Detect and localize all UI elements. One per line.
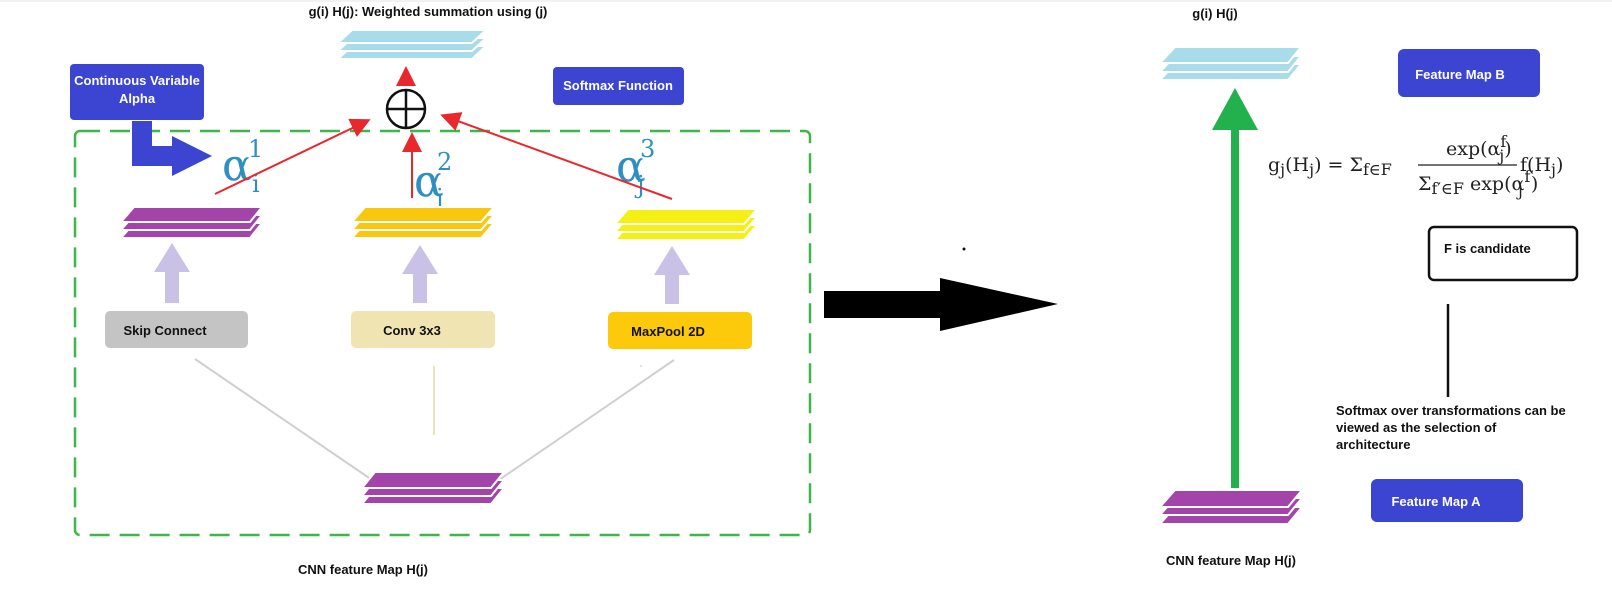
skip-feature-stack: [118, 206, 265, 239]
bottom-right-label: CNN feature Map H(j): [1166, 553, 1296, 568]
formula-denominator: Σf′∈F exp(αf′j): [1418, 167, 1538, 200]
stray-dot-small: [640, 365, 642, 367]
alpha-3-sup: 3: [640, 135, 655, 163]
feature-map-b-box: Feature Map B: [1398, 49, 1540, 97]
summation-icon: [385, 88, 427, 130]
softmax-note: Softmax over transformations can be view…: [1336, 403, 1566, 452]
softmax-function-label: Softmax Function: [563, 78, 673, 93]
maxpool-feature-stack: [612, 208, 760, 241]
right-top-title: g(i) H(j): [1192, 6, 1237, 21]
softmax-function-box: Softmax Function: [553, 67, 684, 105]
alpha-arrow-icon: [132, 121, 212, 176]
alpha-2-sup: 2: [437, 148, 452, 176]
formula-rhs: f(Hj): [1520, 154, 1563, 179]
search-cell-container: [73, 129, 812, 537]
alpha-2-symbol: α: [414, 156, 444, 207]
green-up-arrow: [1212, 88, 1258, 488]
continuous-variable-line2: Alpha: [119, 91, 156, 106]
right-input-stack: [1157, 489, 1305, 525]
feature-map-a-label: Feature Map A: [1391, 494, 1481, 509]
red-arrow-right: [440, 112, 673, 200]
alpha-1-sub: i: [252, 170, 260, 198]
red-arrow-left: [214, 118, 371, 195]
input-feature-stack: [359, 471, 507, 505]
conv3x3-box: Conv 3x3: [351, 311, 495, 348]
skip-connect-box: Skip Connect: [105, 311, 248, 348]
formula-lhs: gj(Hj) = Σf∈F: [1268, 154, 1392, 179]
continuous-variable-box: Continuous Variable Alpha: [70, 64, 204, 120]
bottom-left-label: CNN feature Map H(j): [298, 562, 428, 577]
stray-dot: [962, 247, 966, 251]
alpha-2-sub: j: [433, 184, 443, 212]
skip-up-arrow: [154, 243, 190, 303]
softmax-note-line1: Softmax over transformations can be: [1336, 403, 1566, 418]
maxpool-input-line: [495, 359, 675, 483]
skip-input-line: [194, 358, 376, 483]
alpha-3: α 3 j: [616, 135, 655, 199]
feature-map-b-label: Feature Map B: [1415, 67, 1505, 82]
alpha-1-sup: 1: [248, 135, 263, 163]
output-feature-stack: [335, 29, 489, 60]
transition-arrow: [824, 278, 1058, 331]
alpha-2: α 2 j: [414, 148, 452, 212]
candidate-label: F is candidate: [1444, 241, 1531, 256]
conv-feature-stack: [349, 206, 497, 239]
maxpool2d-box: MaxPool 2D: [608, 312, 752, 349]
softmax-note-line3: architecture: [1336, 437, 1410, 452]
candidate-box: F is candidate: [1427, 225, 1579, 282]
alpha-3-sub: j: [634, 171, 644, 199]
maxpool2d-label: MaxPool 2D: [631, 324, 705, 339]
skip-connect-label: Skip Connect: [123, 323, 207, 338]
conv3x3-label: Conv 3x3: [383, 323, 441, 338]
right-output-stack: [1157, 46, 1304, 81]
maxpool-up-arrow: [654, 246, 690, 304]
conv-up-arrow: [402, 245, 438, 303]
feature-map-a-box: Feature Map A: [1371, 479, 1523, 522]
top-title: g(i) H(j): Weighted summation using (j): [309, 4, 548, 19]
continuous-variable-line1: Continuous Variable: [74, 73, 200, 88]
softmax-note-line2: viewed as the selection of: [1336, 420, 1497, 435]
